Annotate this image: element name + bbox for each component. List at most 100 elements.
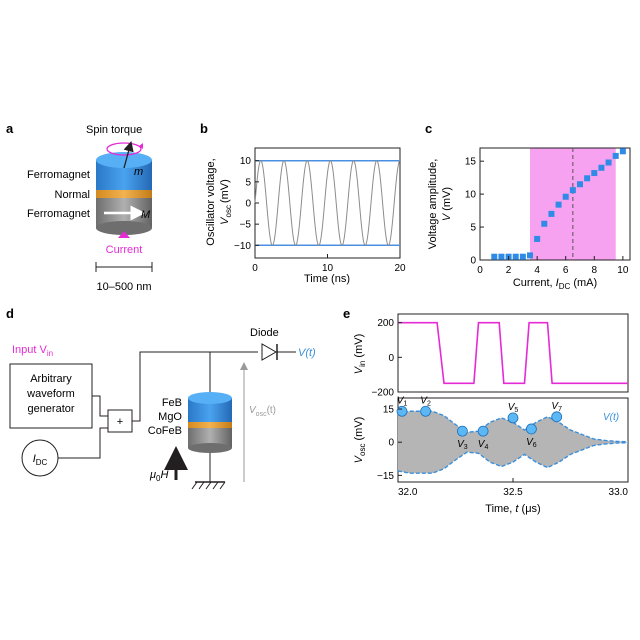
panel-b-oscillation-trace [254, 160, 401, 246]
panel-e-marker-symbol-v2: V [420, 395, 428, 406]
panel-c-x-unit: (mA) [570, 277, 597, 289]
panel-b-y-unit-label: Vosc (mV) [219, 179, 233, 225]
vosc-symbol: V [249, 405, 257, 416]
panel-c-data-point-0 [491, 253, 498, 260]
bottom-ferromagnet-base [96, 221, 152, 235]
stack-base [188, 443, 232, 453]
dc-current-sub: DC [36, 458, 48, 467]
panel-e-charts: Vin (mV) Vosc (mV) Time, t (μs) V(t) 200… [353, 313, 629, 515]
panel-e-marker-v5 [507, 412, 519, 424]
panel-c-data-point-16 [605, 159, 612, 166]
field-mu: μ [149, 469, 156, 481]
panel-letter-a: a [6, 121, 14, 136]
panel-e-top-y-tick-label-2: −200 [371, 388, 394, 399]
panel-e-marker-label-v6: V6 [526, 437, 537, 449]
stack-label-cofeb: CoFeB [148, 425, 182, 437]
layer-label-bottom: Ferromagnet [27, 208, 90, 220]
current-label: Current [106, 244, 143, 256]
panel-e-lower-envelope [397, 441, 629, 474]
generator-line-1: Arbitrary [30, 373, 72, 385]
panel-e-x-tick-label-1: 32.5 [503, 487, 523, 498]
summer-plus: + [117, 416, 123, 428]
panel-e-marker-label-v2: V2 [420, 395, 431, 407]
panel-e-marker-sub-v1: 1 [403, 400, 407, 407]
panel-c-y-tick-label-3: 15 [465, 157, 477, 168]
panel-b-y-sub: osc [224, 205, 233, 217]
panel-c-data-point-8 [548, 210, 555, 217]
panel-e-marker-symbol-v6: V [526, 437, 534, 448]
panel-b-y-tick-label-4: −10 [234, 241, 251, 252]
m-vector-label: m [134, 166, 143, 178]
field-sub: 0 [156, 474, 161, 483]
panel-c-y-tick-label-2: 10 [465, 190, 477, 201]
panel-e-marker-sub-v6: 6 [533, 442, 537, 449]
panel-e-bottom-y-tick-label-2: −15 [377, 471, 394, 482]
diode-output-label: V(t) [298, 347, 316, 359]
panel-e-marker-sub-v5: 5 [514, 407, 518, 414]
panel-c-data-point-10 [562, 193, 569, 200]
panel-e-top-y-symbol: V [353, 365, 365, 374]
panel-e-marker-v1 [396, 405, 408, 417]
panel-e-bottom-y-sub: osc [358, 444, 367, 456]
layer-label-normal: Normal [55, 189, 90, 201]
panel-letter-d: d [6, 306, 14, 321]
panel-c-x-tick-label-1: 2 [506, 265, 512, 276]
field-label: μ0H [149, 469, 168, 483]
panel-e-x-main: Time, [485, 503, 515, 515]
panel-e-marker-sub-v3: 3 [464, 444, 468, 451]
panel-b-x-tick-label-0: 0 [252, 263, 258, 274]
panel-e-top-y-title: Vin (mV) [353, 334, 367, 374]
panel-e-top-y-tick-label-0: 200 [377, 318, 394, 329]
panel-e-marker-symbol-v1: V [397, 395, 405, 406]
panel-c-y-tick-label-1: 5 [470, 223, 476, 234]
panel-e-marker-sub-v2: 2 [427, 400, 431, 407]
panel-d-circuit: Input Vin Arbitrary waveform generator +… [9, 327, 316, 490]
panel-b-y-symbol: V [219, 216, 231, 225]
panel-e-bottom-y-tick-label-1: 0 [388, 438, 394, 449]
vosc-sub: osc [256, 411, 267, 418]
panel-c-x-tick-label-3: 6 [563, 265, 569, 276]
panel-e-x-unit: (μs) [518, 503, 540, 515]
vosc-t: (t) [267, 405, 276, 416]
panel-e-marker-symbol-v4: V [478, 439, 486, 450]
panel-c-data-point-11 [569, 187, 576, 194]
panel-b-y-tick-label-1: 5 [245, 177, 251, 188]
generator-line-3: generator [27, 403, 74, 415]
diode-symbol [261, 343, 278, 361]
panel-e-top-y-sub: in [358, 361, 367, 367]
panel-c-data-point-17 [612, 152, 619, 159]
dc-current-symbol: I [33, 453, 36, 465]
panel-e-marker-sub-v7: 7 [558, 406, 562, 413]
panel-c-chart: Voltage amplitude, V(mV) Current, IDC (m… [427, 147, 631, 291]
M-vector-label: M [141, 209, 151, 221]
panel-c-x-symbol: I [556, 277, 559, 289]
panel-c-data-point-18 [619, 148, 626, 155]
panel-c-data-point-15 [598, 164, 605, 171]
panel-e-marker-label-v5: V5 [508, 402, 519, 414]
panel-c-data-point-12 [577, 181, 583, 188]
panel-b-x-tick-label-1: 10 [322, 263, 334, 274]
panel-c-data-point-1 [498, 253, 505, 260]
normal-spacer-layer [96, 190, 152, 198]
stack-label-mgo: MgO [158, 411, 182, 423]
ground-hatch [191, 481, 226, 490]
panel-e-x-tick-label-0: 32.0 [398, 487, 418, 498]
input-vin-main: Input V [12, 344, 48, 356]
panel-c-x-tick-label-0: 0 [477, 265, 483, 276]
panel-e-bottom-y-title: Vosc (mV) [353, 417, 367, 464]
panel-b-chart: Oscillator voltage, Vosc(mV) Time (ns) 0… [205, 147, 406, 285]
panel-b-x-title: Time (ns) [304, 273, 350, 285]
stack-mgo-layer [188, 422, 232, 428]
panel-e-marker-label-v7: V7 [551, 401, 562, 413]
panel-a-device: Spin torque m M Ferromagnet Normal Ferro… [27, 124, 153, 293]
panel-e-marker-v2 [420, 405, 432, 417]
panel-e-bottom-y-symbol: V [353, 454, 365, 463]
panel-letter-b: b [200, 121, 208, 136]
panel-c-y-unit-label: V(mV) [441, 187, 453, 221]
panel-c-data-point-14 [591, 170, 598, 177]
stack-top-cap [188, 392, 232, 404]
wire-generator-to-summer [92, 395, 108, 417]
panel-c-x-tick-label-2: 4 [534, 265, 540, 276]
panel-b-y-unit: (mV) [219, 179, 231, 203]
